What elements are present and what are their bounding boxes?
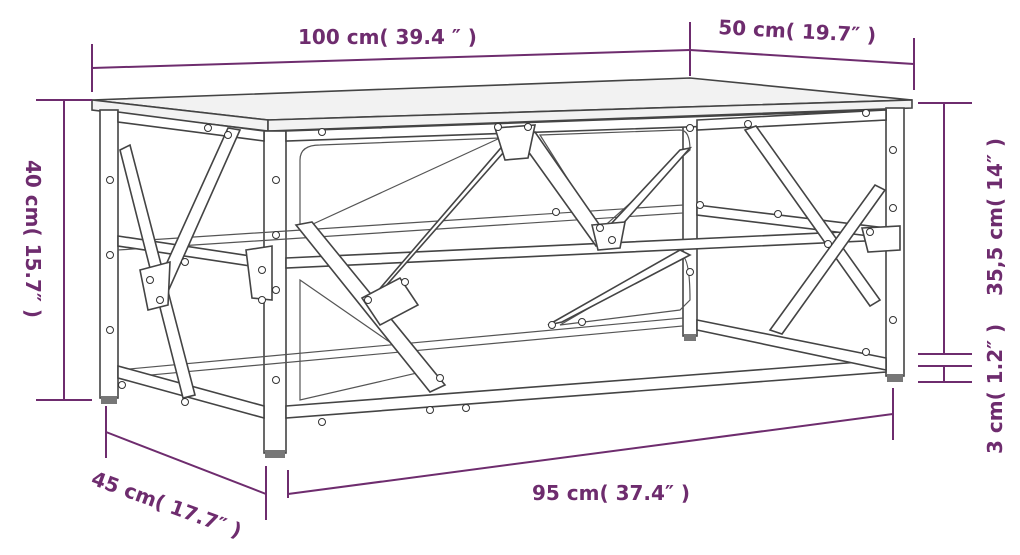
- table-frame: [99, 107, 905, 458]
- table-top: [91, 77, 913, 132]
- foot: [265, 450, 285, 458]
- gusset-plate: [245, 245, 273, 301]
- foot: [101, 396, 117, 404]
- length-label: 100 cm( 39.4 ″ ): [298, 25, 477, 49]
- height-label: 40 cm( 15.7″ ): [21, 160, 45, 318]
- foot: [684, 334, 696, 341]
- inner-height-label: 35,5 cm( 14″ ): [983, 138, 1007, 296]
- gusset-plate: [360, 276, 420, 327]
- leg-length-label: 95 cm( 37.4″ ): [532, 481, 690, 505]
- gusset-plate: [493, 124, 537, 161]
- depth-label: 50 cm( 19.7″ ): [718, 15, 877, 47]
- bolts: [106, 109, 897, 426]
- shelf-gap-label: 3 cm( 1.2″ ): [983, 324, 1007, 454]
- gusset-plate: [139, 260, 171, 311]
- dimension-lines: [36, 22, 972, 520]
- foot: [887, 374, 903, 382]
